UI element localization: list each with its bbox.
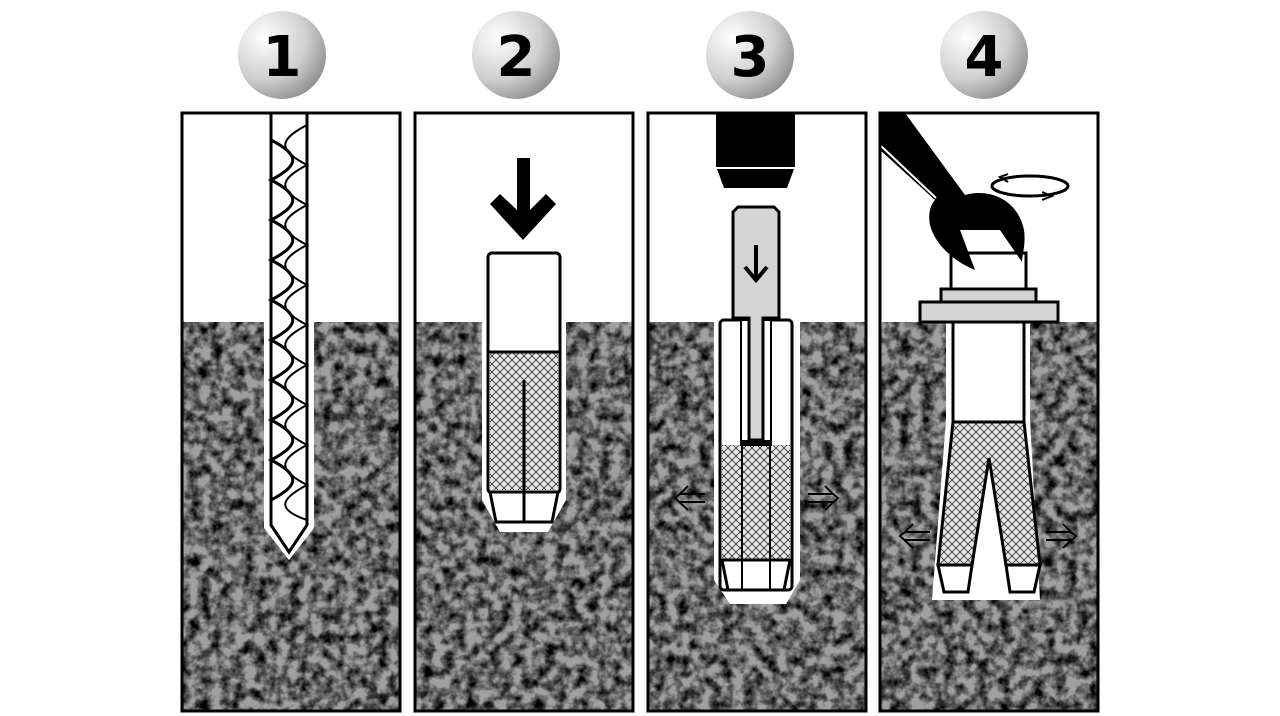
nut [949,251,1028,291]
step-badge-4: 4 [940,11,1028,99]
hammer-icon [716,113,795,188]
drill-bit-icon [267,111,310,555]
expand-arrow-icon [673,485,705,511]
down-arrow-icon [743,245,769,284]
step-badge-2: 2 [472,11,560,99]
down-arrow-icon [490,158,556,240]
svg-text:1: 1 [263,25,302,90]
washer [939,287,1038,304]
expand-arrow-icon [898,523,930,549]
expand-arrow-icon [808,485,840,511]
anchor [718,318,794,592]
panel-4 [878,111,1100,713]
step-badge-1: 1 [238,11,326,99]
panel-1 [180,111,402,713]
panel-2 [413,111,635,713]
step-badge-3: 3 [706,11,794,99]
svg-text:4: 4 [965,25,1004,90]
rotate-icon [990,173,1070,201]
svg-text:2: 2 [497,25,536,90]
panel-3 [646,111,868,713]
washer [918,300,1060,324]
svg-text:3: 3 [731,25,770,90]
expand-arrow-icon [1046,523,1078,549]
anchor [486,251,562,524]
wrench-icon [880,113,1025,270]
setting-pin [731,205,781,442]
